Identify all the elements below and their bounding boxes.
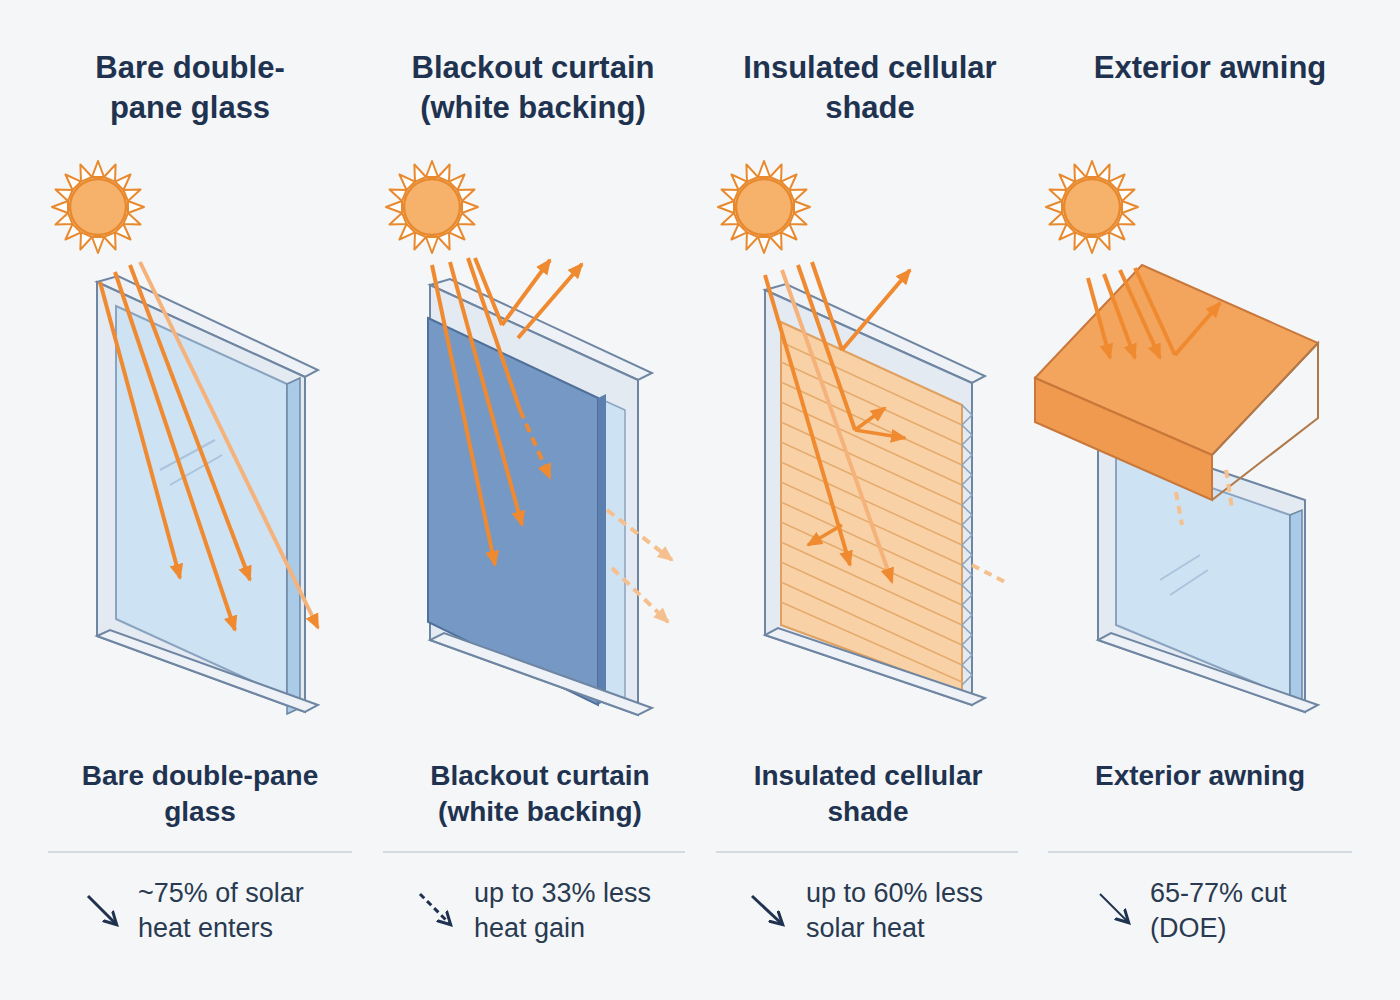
cellular-shade-figure (718, 161, 1005, 705)
blackout-curtain-figure (386, 161, 672, 715)
panel-title: Blackout curtain (white backing) (383, 48, 683, 128)
stat-text: up to 60% less solar heat (806, 876, 1011, 946)
panel-name: Blackout curtain (white backing) (390, 758, 690, 830)
stat-text: ~75% of solar heat enters (138, 876, 343, 946)
stat-dividers (48, 851, 1352, 853)
panel-name: Bare double-pane glass (50, 758, 350, 830)
panel-title: Bare double-pane glass (65, 48, 315, 128)
exterior-awning-figure (1035, 161, 1318, 712)
panel-name: Insulated cellular shade (747, 758, 989, 830)
bare-glass-figure (52, 161, 318, 714)
panel-name: Exterior awning (1050, 758, 1350, 794)
stat-text: 65-77% cut (DOE) (1150, 876, 1355, 946)
panel-title: Exterior awning (1040, 48, 1380, 88)
panel-title: Insulated cellular shade (739, 48, 1001, 128)
stat-text: up to 33% less heat gain (474, 876, 679, 946)
